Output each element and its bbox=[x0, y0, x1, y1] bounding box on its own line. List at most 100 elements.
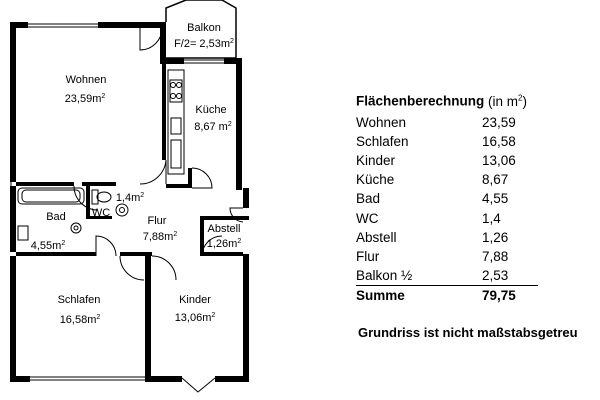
interior-walls bbox=[16, 60, 249, 382]
door-balcony bbox=[139, 27, 163, 51]
wall-living-bottom-b bbox=[82, 182, 116, 186]
room-area-kinder: 13,06m2 bbox=[175, 312, 216, 324]
room-area-balkon: F/2= 2,53m2 bbox=[174, 38, 234, 50]
bathtub-inner bbox=[21, 189, 81, 203]
wall-bottom-mid bbox=[145, 376, 182, 382]
room-area-wc: 1,4m2 bbox=[116, 192, 144, 204]
wall-right-mid bbox=[243, 188, 249, 208]
doors bbox=[73, 27, 244, 393]
area-row-name: Küche bbox=[356, 172, 395, 188]
area-row-name: Flur bbox=[356, 248, 380, 264]
area-row-name: Schlafen bbox=[356, 133, 409, 149]
area-row: Balkon ½ 2,53 bbox=[356, 266, 538, 286]
room-labels: Wohnen 23,59m2 Balkon F/2= 2,53m2 Küche … bbox=[31, 22, 242, 326]
room-label-flur: Flur bbox=[148, 215, 167, 227]
wall-left-lower bbox=[10, 256, 16, 382]
wall-left-upper bbox=[10, 22, 16, 182]
area-row-value: 1,4 bbox=[482, 210, 501, 226]
fixtures bbox=[17, 69, 185, 241]
stove-burner-2 bbox=[176, 82, 182, 88]
area-row: WC 1,4 bbox=[356, 209, 538, 228]
room-label-wc: WC bbox=[92, 207, 110, 219]
room-label-schlafen: Schlafen bbox=[58, 294, 101, 306]
balcony-outline bbox=[165, 0, 237, 58]
fridge bbox=[170, 139, 182, 169]
wall-living-bottom-a bbox=[16, 182, 74, 186]
door-bedroom bbox=[119, 255, 145, 281]
stove-burner-3 bbox=[170, 93, 176, 99]
wall-kitchen-left bbox=[162, 60, 166, 160]
area-row-name: Balkon ½ bbox=[356, 268, 413, 284]
wall-top-mid bbox=[98, 22, 166, 28]
room-label-balkon: Balkon bbox=[187, 22, 221, 34]
wall-bottom-left bbox=[10, 376, 30, 382]
area-row-value: 2,53 bbox=[482, 268, 509, 284]
wall-abstell-left bbox=[200, 218, 204, 256]
area-row-value: 7,88 bbox=[482, 248, 509, 264]
area-row-value: 4,55 bbox=[482, 191, 509, 207]
bad-toilet bbox=[70, 222, 82, 234]
wall-right-upper bbox=[236, 58, 242, 190]
door-kinder-bay bbox=[181, 377, 216, 393]
area-row: Flur 7,88 bbox=[356, 247, 538, 266]
scale-note: Grundriss ist nicht maßstabsgetreu bbox=[358, 325, 578, 340]
area-row-value: 13,06 bbox=[482, 152, 516, 168]
wall-abstell-top bbox=[200, 216, 249, 220]
area-row-name: Bad bbox=[356, 191, 381, 207]
wc-toilet bbox=[96, 191, 112, 203]
room-area-kueche: 8,67 m2 bbox=[194, 121, 232, 133]
kitchen-counter bbox=[167, 69, 185, 175]
area-row-value: 1,26 bbox=[482, 229, 509, 245]
area-sum-label: Summe bbox=[356, 285, 482, 306]
door-bad bbox=[95, 235, 117, 257]
area-row-name: Kinder bbox=[356, 152, 396, 168]
room-label-abstell: Abstell bbox=[207, 223, 240, 235]
door-kinder bbox=[151, 255, 177, 281]
room-area-schlafen: 16,58m2 bbox=[60, 314, 101, 326]
wall-right-lower bbox=[243, 254, 249, 382]
area-table-title: Flächenberechnung (in m2) bbox=[356, 93, 527, 109]
area-row: Abstell 1,26 bbox=[356, 228, 538, 247]
wall-kitchen-stub bbox=[188, 168, 192, 188]
area-row-name: Wohnen bbox=[356, 114, 407, 130]
wall-top-right bbox=[224, 58, 242, 64]
area-row: Küche 8,67 bbox=[356, 170, 538, 189]
room-area-bad: 4,55m2 bbox=[31, 240, 66, 252]
area-row-name: Abstell bbox=[356, 229, 397, 245]
windows bbox=[10, 23, 224, 381]
door-kitchen bbox=[139, 159, 167, 185]
wall-top-left bbox=[10, 22, 28, 28]
door-entrance bbox=[229, 207, 244, 223]
wall-wc-bottom bbox=[86, 216, 112, 219]
wall-bad-bottom bbox=[16, 252, 96, 256]
area-row-name: WC bbox=[356, 210, 379, 226]
wall-balcony-pillar bbox=[160, 22, 166, 64]
wall-kinder-left bbox=[145, 252, 151, 382]
stove-burner-1 bbox=[170, 82, 176, 88]
area-row-value: 23,59 bbox=[482, 114, 516, 130]
area-row: Bad 4,55 bbox=[356, 189, 538, 208]
area-row: Wohnen 23,59 bbox=[356, 113, 538, 132]
floor-plan: Wohnen 23,59m2 Balkon F/2= 2,53m2 Küche … bbox=[10, 0, 249, 393]
room-area-abstell: 1,26m2 bbox=[207, 238, 242, 250]
bad-sink bbox=[17, 225, 29, 241]
stove bbox=[169, 79, 183, 103]
balcony bbox=[165, 0, 237, 59]
wall-hall-bottom bbox=[120, 252, 152, 256]
room-label-bad: Bad bbox=[46, 211, 66, 223]
wall-hall-bottom-right bbox=[202, 252, 243, 256]
bad-toilet-inner bbox=[73, 225, 79, 231]
wc-toilet-tank bbox=[91, 189, 99, 205]
wall-bottom-right bbox=[215, 376, 249, 382]
bathtub bbox=[17, 187, 85, 205]
room-area-wohnen: 23,59m2 bbox=[65, 93, 106, 105]
wall-wc-left bbox=[86, 186, 90, 218]
kitchen-sink bbox=[170, 117, 182, 135]
wall-kitchen-bottom bbox=[166, 184, 192, 188]
door-hall-right bbox=[191, 167, 213, 189]
area-row-value: 8,67 bbox=[482, 172, 509, 188]
